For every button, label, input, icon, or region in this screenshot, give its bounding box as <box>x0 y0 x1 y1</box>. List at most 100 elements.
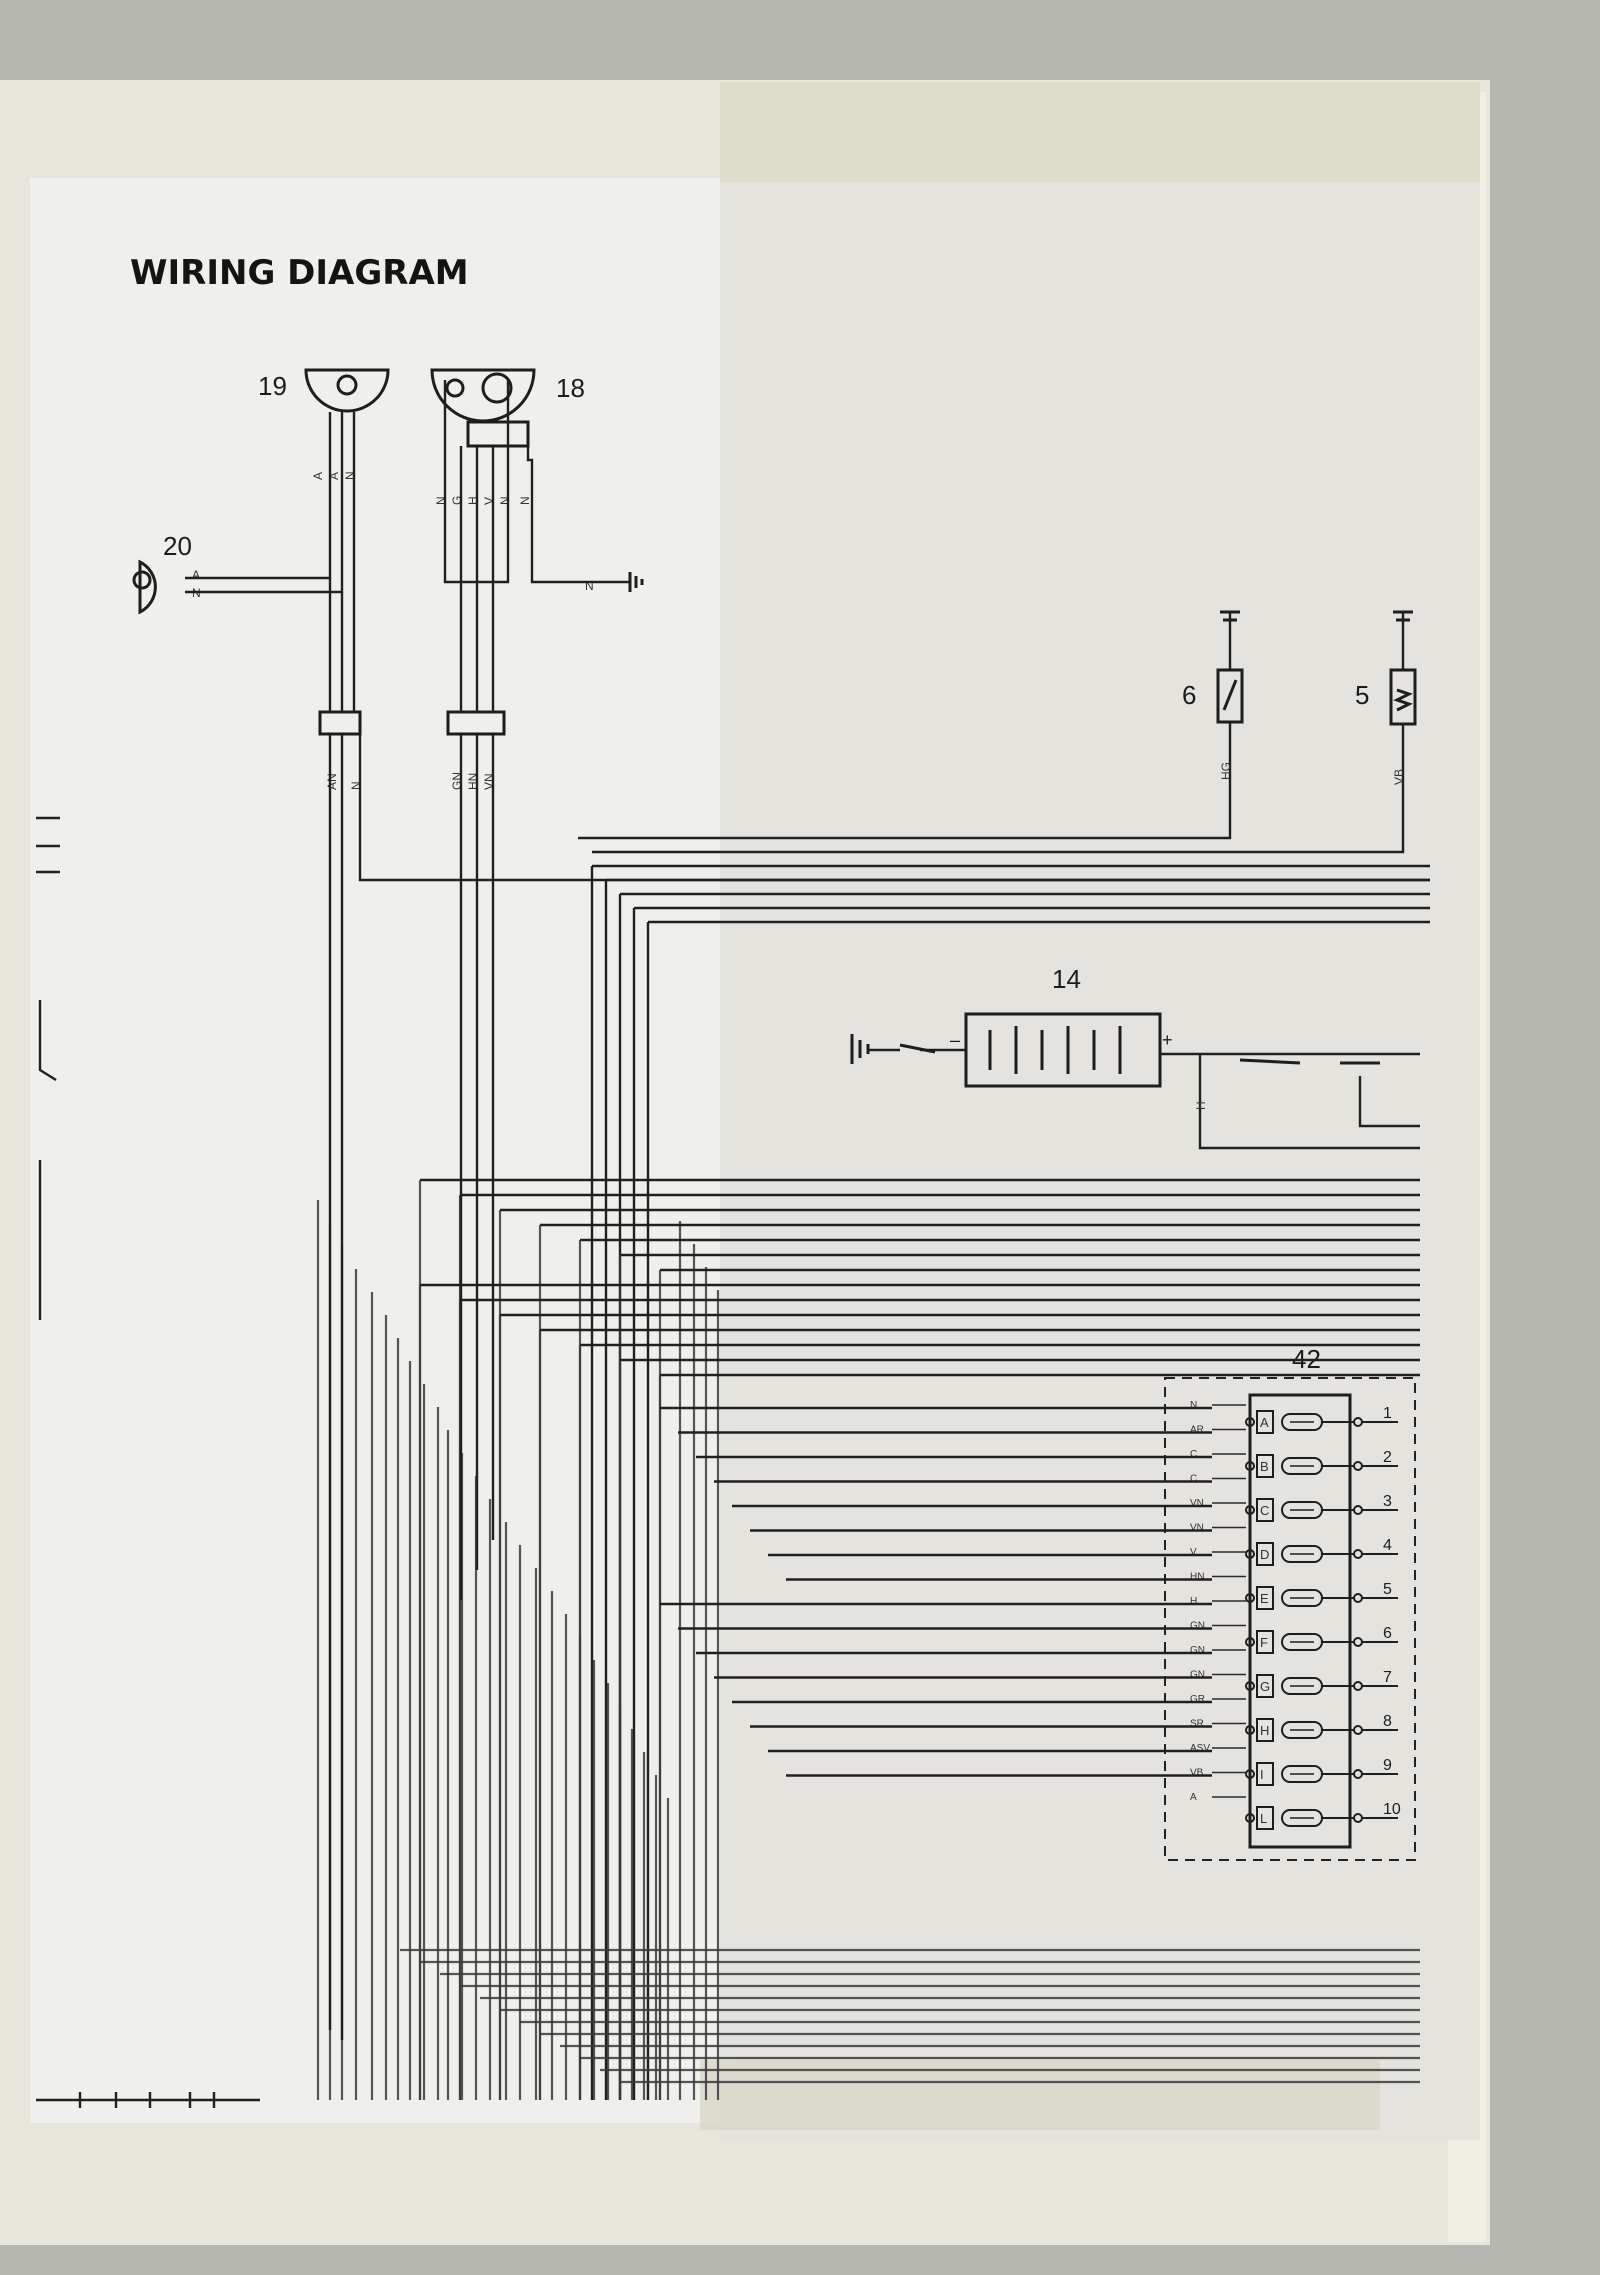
fuse-wire-label: VB <box>1190 1768 1204 1779</box>
fuse-letter: A <box>1260 1415 1269 1430</box>
wire-code: N <box>585 579 594 593</box>
fuse-terminal-left <box>1245 1417 1255 1427</box>
component-number: 14 <box>1052 964 1081 994</box>
fuse-terminal-left <box>1245 1637 1255 1647</box>
wire-harness <box>316 734 1430 2100</box>
fuse-letter: L <box>1260 1811 1267 1826</box>
fuse-number: 8 <box>1383 1713 1392 1730</box>
fuse-wire-label: H <box>1190 1596 1197 1607</box>
fuse-terminal-left <box>1245 1681 1255 1691</box>
component-number: 19 <box>258 371 287 401</box>
wire-code: N <box>518 496 532 505</box>
fuse-letter-box <box>1256 1762 1274 1786</box>
lamp-19: 19 <box>258 368 390 413</box>
fuse-terminal-left <box>1245 1813 1255 1823</box>
fuse-letter-box <box>1256 1542 1274 1566</box>
fuse-wire-label: GR <box>1190 1694 1205 1705</box>
fuse-terminal-left <box>1245 1725 1255 1735</box>
fuse-number: 10 <box>1383 1801 1401 1818</box>
lamp-18: 18 <box>430 368 585 448</box>
fuse-wire-label: GN <box>1190 1621 1205 1632</box>
lamp-19-wire-codes: A A N <box>311 471 357 480</box>
fuse-number: 2 <box>1383 1449 1392 1466</box>
paper-sheet <box>30 178 730 2123</box>
fuse-wire-label: V <box>1190 1547 1197 1558</box>
fuse-wire-label: C <box>1190 1449 1197 1460</box>
component-number: 6 <box>1182 680 1196 710</box>
fuse-wire-label: N <box>1190 1400 1197 1411</box>
battery-plus: + <box>1162 1030 1173 1050</box>
fuse-terminal-left <box>1245 1593 1255 1603</box>
fuse-letter: D <box>1260 1547 1269 1562</box>
fuse-letter-box <box>1256 1410 1274 1434</box>
fuse-letter: I <box>1260 1767 1264 1782</box>
fuse-number: 9 <box>1383 1757 1392 1774</box>
wire-code: AN <box>325 773 339 790</box>
fuse-wire-label: A <box>1190 1792 1197 1803</box>
fuse-letter-box <box>1256 1586 1274 1610</box>
fuse-wire-label: C <box>1190 1474 1197 1485</box>
wire-code: V <box>482 497 496 505</box>
fuse-letter: C <box>1260 1503 1269 1518</box>
wire-code: A <box>327 472 341 480</box>
wire-code: H <box>1194 1101 1208 1110</box>
battery-minus: – <box>950 1030 960 1050</box>
fuse-box-42: 4 2 A 1B 2C 3D 4E 5F 6G 7H 8I 9L 10 N AR C C VN VN V HN H GN… <box>1164 1344 1416 1861</box>
fuse-wire-label: GN <box>1190 1645 1205 1656</box>
switch-6: 6 HG <box>578 610 1244 840</box>
wire-code: H <box>466 496 480 505</box>
wire-code: N <box>498 496 512 505</box>
wire-code: G <box>450 496 464 505</box>
wire-code: N <box>434 496 448 505</box>
fuse-number: 1 <box>1383 1405 1392 1422</box>
connector <box>318 710 362 736</box>
fuse-letter: H <box>1260 1723 1269 1738</box>
fuse-number: 4 <box>1383 1537 1392 1554</box>
wire-code: A <box>192 568 200 582</box>
fuse-wire-label: ASV <box>1190 1743 1210 1754</box>
fuse-box-outline <box>1164 1377 1416 1861</box>
battery-14: 14 – + H <box>850 964 1420 1150</box>
fuse-letter-box <box>1256 1806 1274 1830</box>
fuse-number: 5 <box>1383 1581 1392 1598</box>
left-page-marks <box>36 816 260 2108</box>
fuse-letter: B <box>1260 1459 1269 1474</box>
fuse-wire-label: AR <box>1190 1425 1204 1436</box>
ground-symbol <box>628 572 644 592</box>
fuse-number: 7 <box>1383 1669 1392 1686</box>
fuse-wire-label: GN <box>1190 1670 1205 1681</box>
fuse-terminal-left <box>1245 1461 1255 1471</box>
component-number: 5 <box>1355 680 1369 710</box>
fuse-wire-label: VN <box>1190 1523 1204 1534</box>
fuse-rows: A 1B 2C 3D 4E 5F 6G 7H 8I 9L 10 <box>1245 1405 1401 1830</box>
fuse-letter-box <box>1256 1630 1274 1654</box>
fuse-block <box>1248 1393 1352 1849</box>
fuse-letter-box <box>1256 1718 1274 1742</box>
fuse-letter-box <box>1256 1498 1274 1522</box>
fuse-letter: E <box>1260 1591 1269 1606</box>
wire-code: HG <box>1219 762 1233 780</box>
overlay-tape <box>720 82 1480 182</box>
fuse-letter-box <box>1256 1454 1274 1478</box>
fuse-terminal-left <box>1245 1505 1255 1515</box>
fuse-terminal-left <box>1245 1549 1255 1559</box>
wire-code: A <box>311 472 325 480</box>
wire-code: N <box>349 781 363 790</box>
fuse-terminal-left <box>1245 1769 1255 1779</box>
diagram-title: WIRING DIAGRAM <box>130 253 469 293</box>
fuse-letter: G <box>1260 1679 1270 1694</box>
fuse-number: 3 <box>1383 1493 1392 1510</box>
lamp-18-wire-codes: N G H V N N N <box>434 496 594 593</box>
component-number: 18 <box>556 373 585 403</box>
fuse-wire-label: VN <box>1190 1498 1204 1509</box>
overlay-sheet <box>720 82 1480 2140</box>
wire-code: VB <box>1392 769 1406 785</box>
fuse-letter: F <box>1260 1635 1268 1650</box>
wire-code: N <box>343 471 357 480</box>
fuse-letter-box <box>1256 1674 1274 1698</box>
fuse-number: 6 <box>1383 1625 1392 1642</box>
lamp-20: 20 A N <box>132 531 201 615</box>
fuse-wire-label: HN <box>1190 1572 1204 1583</box>
